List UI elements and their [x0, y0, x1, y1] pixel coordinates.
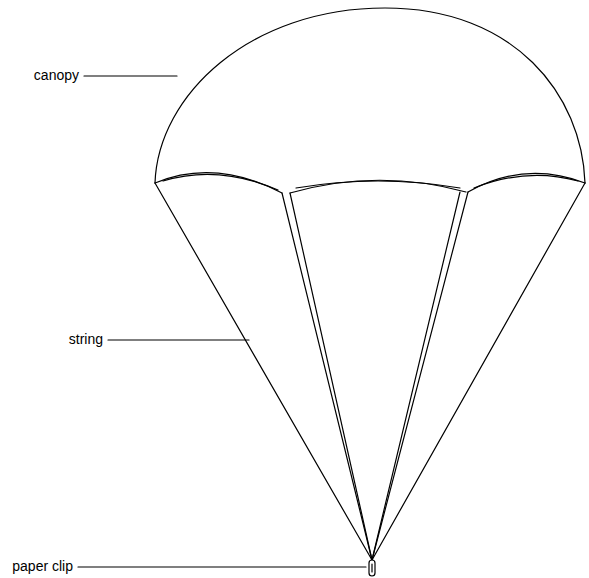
string-line — [372, 192, 468, 560]
canopy-panel-edge — [155, 173, 282, 193]
leader-line — [108, 339, 249, 340]
string-line — [372, 192, 460, 560]
string-line — [372, 183, 585, 560]
canopy-panel-edge — [474, 175, 578, 188]
part-label: string — [69, 332, 103, 347]
canopy-outline — [155, 8, 585, 183]
string-line — [290, 193, 372, 560]
leader-line — [78, 566, 366, 567]
string-line — [282, 193, 372, 560]
part-label: canopy — [34, 68, 79, 83]
part-label: paper clip — [12, 559, 73, 574]
paper-clip — [371, 564, 372, 572]
canopy-panel-edge — [296, 181, 460, 188]
canopy-panel-edge — [290, 180, 466, 193]
canopy-panel-edge — [468, 173, 585, 192]
paper-clip — [369, 560, 375, 576]
string-line — [155, 183, 372, 560]
canopy-panel-edge — [163, 174, 278, 190]
leader-line — [84, 75, 177, 76]
